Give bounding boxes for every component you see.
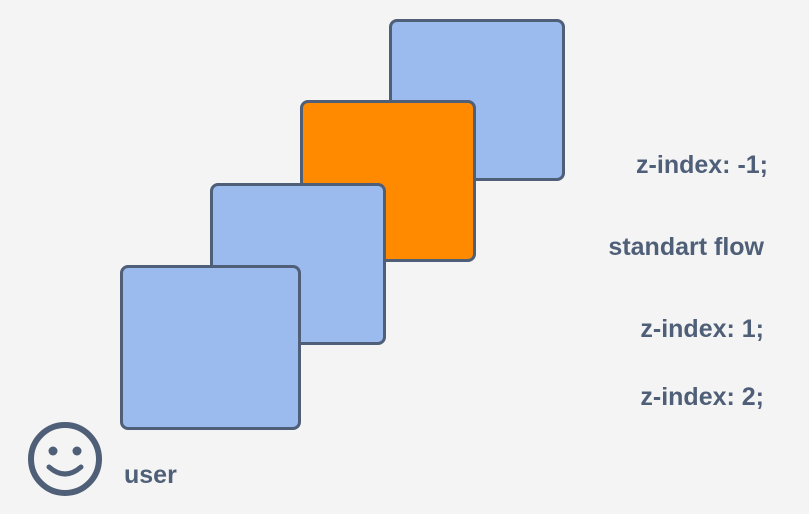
smiley-face-icon xyxy=(28,422,102,496)
user-label: user xyxy=(124,461,177,489)
label-z-index-2: z-index: 2; xyxy=(640,383,764,411)
label-z-index-neg1: z-index: -1; xyxy=(636,151,768,179)
label-z-index-1: z-index: 1; xyxy=(640,315,764,343)
label-standard-flow: standart flow xyxy=(608,233,764,261)
layer-z-index-2 xyxy=(120,265,301,430)
